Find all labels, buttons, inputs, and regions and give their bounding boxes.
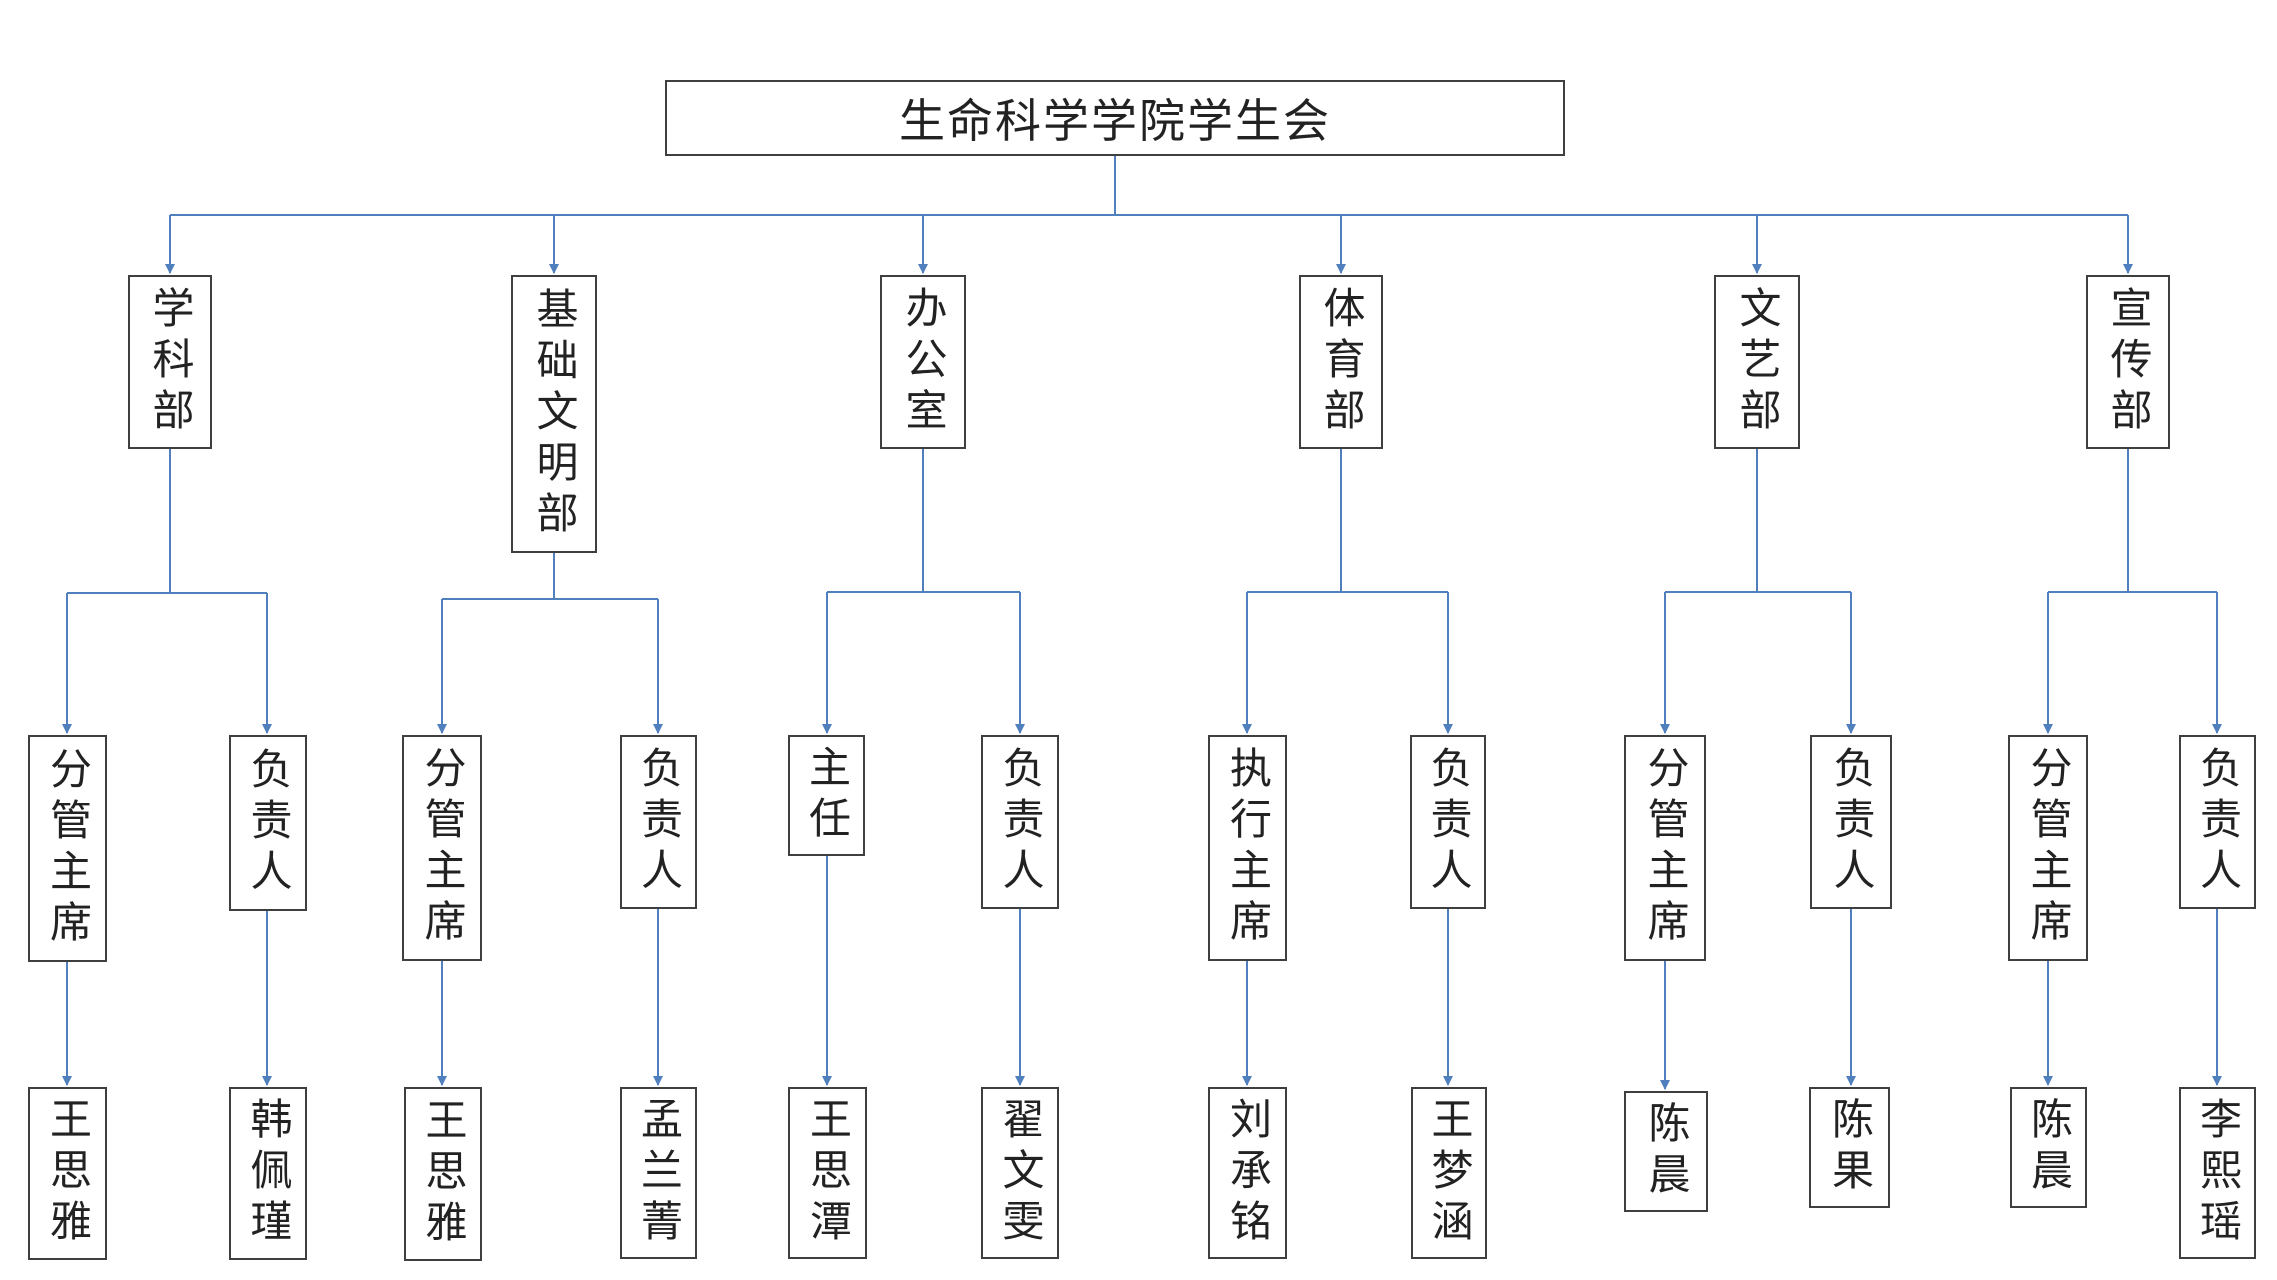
department-node: 文艺部 (1714, 275, 1800, 449)
role-node: 负责人 (1410, 735, 1486, 909)
role-label: 负责人 (996, 745, 1045, 899)
person-node: 翟文雯 (981, 1087, 1059, 1259)
role-label: 分管主席 (2024, 746, 2073, 950)
department-node: 学科部 (128, 275, 212, 449)
person-node: 陈晨 (1624, 1091, 1708, 1212)
person-name: 韩佩瑾 (244, 1097, 293, 1250)
person-node: 王思潭 (788, 1087, 867, 1259)
department-label: 文艺部 (1733, 285, 1782, 439)
role-label: 分管主席 (43, 746, 93, 951)
person-name: 刘承铭 (1223, 1096, 1273, 1250)
person-name: 王思雅 (43, 1097, 93, 1250)
person-name: 王思雅 (419, 1097, 468, 1251)
role-label: 负责人 (1827, 745, 1876, 899)
role-label: 负责人 (634, 745, 684, 899)
department-label: 办公室 (899, 285, 948, 439)
person-name: 孟兰菁 (634, 1096, 684, 1250)
role-node: 负责人 (620, 735, 697, 909)
department-node: 体育部 (1299, 275, 1383, 449)
role-label: 负责人 (244, 746, 293, 900)
person-name: 李熙瑶 (2193, 1096, 2243, 1250)
role-label: 主任 (802, 744, 852, 847)
person-name: 陈晨 (1642, 1100, 1691, 1203)
root-title: 生命科学学院学生会 (899, 94, 1331, 148)
department-label: 体育部 (1317, 285, 1366, 439)
person-name: 陈晨 (2024, 1096, 2074, 1199)
person-node: 刘承铭 (1208, 1087, 1287, 1259)
department-node: 宣传部 (2086, 275, 2170, 449)
person-name: 翟文雯 (996, 1096, 1045, 1250)
role-label: 负责人 (2193, 745, 2243, 899)
role-node: 分管主席 (2008, 735, 2088, 961)
person-name: 王思潭 (803, 1096, 853, 1250)
person-name: 陈果 (1825, 1096, 1875, 1199)
role-label: 分管主席 (1641, 746, 1690, 950)
department-label: 基础文明部 (530, 286, 579, 542)
person-node: 陈晨 (2010, 1087, 2087, 1208)
role-node: 主任 (788, 735, 865, 856)
person-name: 王梦涵 (1425, 1096, 1474, 1250)
department-label: 学科部 (146, 285, 195, 439)
person-node: 韩佩瑾 (229, 1087, 307, 1260)
person-node: 王思雅 (404, 1087, 482, 1261)
role-node: 分管主席 (402, 735, 482, 961)
person-node: 李熙瑶 (2179, 1087, 2256, 1259)
role-node: 负责人 (981, 735, 1059, 909)
role-label: 执行主席 (1223, 746, 1273, 950)
role-node: 负责人 (229, 735, 307, 911)
person-node: 陈果 (1809, 1087, 1890, 1208)
role-label: 负责人 (1424, 745, 1473, 899)
department-node: 基础文明部 (511, 275, 597, 553)
role-node: 负责人 (2179, 735, 2256, 909)
person-node: 孟兰菁 (620, 1087, 697, 1259)
role-node: 执行主席 (1208, 735, 1287, 961)
role-node: 负责人 (1810, 735, 1892, 909)
person-node: 王梦涵 (1411, 1087, 1487, 1259)
role-label: 分管主席 (418, 746, 467, 950)
department-node: 办公室 (880, 275, 966, 449)
person-node: 王思雅 (28, 1087, 107, 1260)
department-label: 宣传部 (2104, 285, 2153, 439)
role-node: 分管主席 (28, 735, 107, 962)
role-node: 分管主席 (1624, 735, 1706, 961)
root-node: 生命科学学院学生会 (665, 80, 1565, 156)
